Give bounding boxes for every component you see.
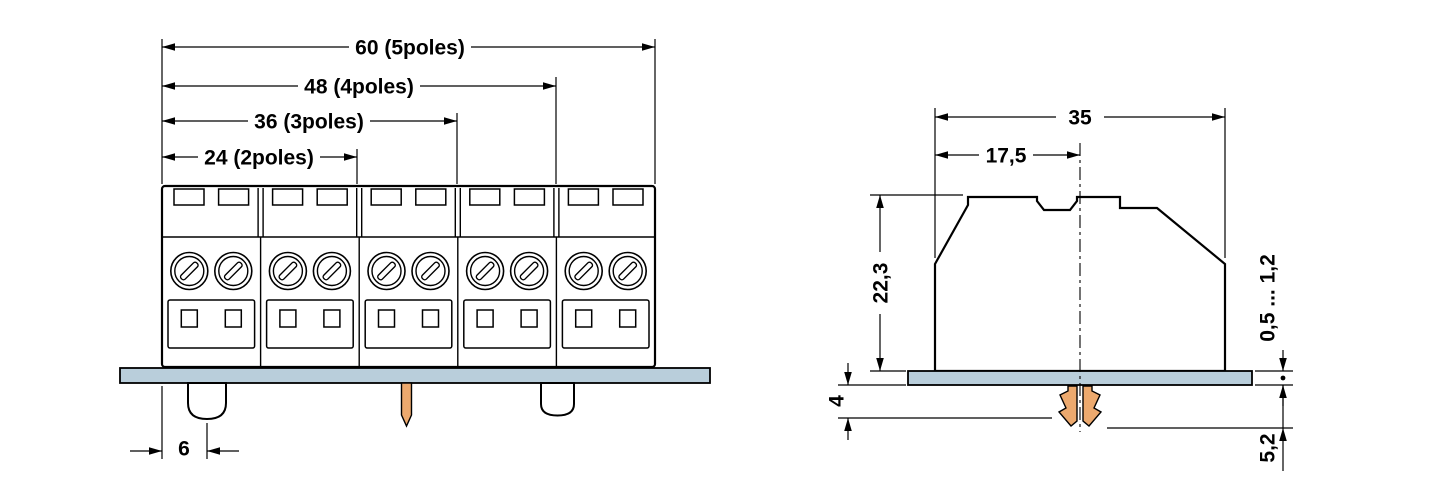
front-view: 60 (5poles) 48 (4poles) 36 (3poles) 24 (… bbox=[119, 36, 711, 461]
side-view: 35 17,5 22,3 4 0,5 ... 1,2 5,2 bbox=[826, 106, 1293, 471]
thickness-midpoint-dot bbox=[1280, 375, 1286, 381]
label-bg-60 bbox=[349, 36, 471, 58]
dim-label-36-3poles: 36 (3poles) bbox=[254, 111, 364, 134]
pole-divider-lines bbox=[257, 188, 560, 367]
label-bg-36 bbox=[248, 110, 370, 132]
label-bg-24 bbox=[198, 146, 320, 168]
push-in-foot-right-barb bbox=[1082, 385, 1103, 427]
dim-label-17-5: 17,5 bbox=[986, 145, 1027, 168]
label-bg-48 bbox=[298, 75, 420, 97]
dim-label-6: 6 bbox=[178, 438, 190, 461]
dim-label-5-2: 5,2 bbox=[1257, 433, 1280, 462]
mounting-panel-front bbox=[119, 367, 711, 384]
push-in-foot-left-barb bbox=[1057, 385, 1078, 427]
label-bg-22-3 bbox=[869, 252, 891, 314]
dim-label-48-4poles: 48 (4poles) bbox=[304, 76, 414, 99]
mounting-foot-right bbox=[540, 382, 575, 417]
dim-label-0-5-1-2: 0,5 ... 1,2 bbox=[1257, 254, 1280, 342]
dim-label-22-3: 22,3 bbox=[870, 263, 893, 304]
extension-lines-front bbox=[161, 39, 656, 459]
extension-lines-side bbox=[838, 108, 1293, 429]
label-bg-17-5 bbox=[979, 144, 1033, 166]
label-bg-35 bbox=[1056, 106, 1104, 128]
mounting-foot-left bbox=[187, 382, 227, 421]
dim-label-24-2poles: 24 (2poles) bbox=[204, 147, 314, 170]
dim-label-group-5-2: 5,2 bbox=[1257, 433, 1280, 462]
housing-profile bbox=[933, 195, 1227, 373]
dim-label-35: 35 bbox=[1068, 107, 1092, 130]
dim-label-4: 4 bbox=[826, 395, 849, 407]
dim-label-group-22-3: 22,3 bbox=[869, 252, 893, 314]
dim-label-group-thickness: 0,5 ... 1,2 bbox=[1257, 254, 1280, 342]
center-snap-pin bbox=[400, 382, 413, 428]
dim-label-60-5poles: 60 (5poles) bbox=[355, 37, 465, 60]
dim-label-group-4: 4 bbox=[826, 395, 849, 407]
